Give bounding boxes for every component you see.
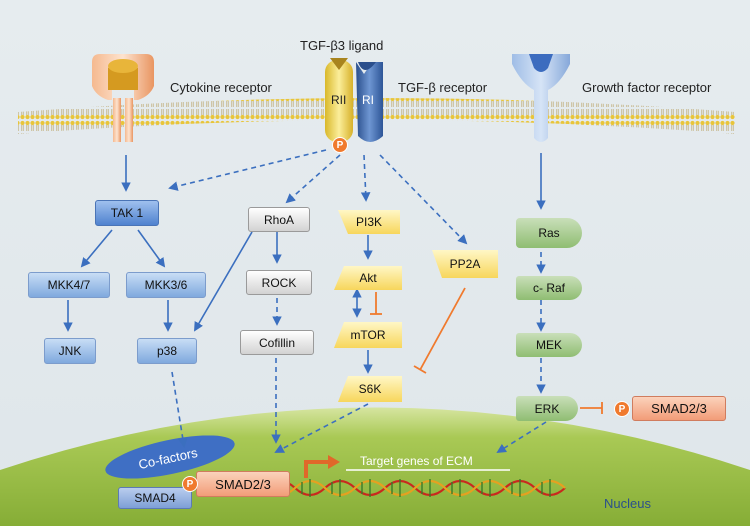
node-ras: Ras [516, 218, 582, 248]
node-pi3k: PI3K [338, 210, 400, 234]
node-smad23-nuclear: SMAD2/3 [196, 471, 290, 497]
node-mtor: mTOR [334, 322, 402, 348]
growth-factor-receptor-label: Growth factor receptor [582, 80, 712, 95]
receptor-phospho-badge: P [332, 137, 348, 153]
rii-label: RII [331, 93, 347, 107]
node-mek: MEK [516, 333, 582, 357]
node-akt: Akt [334, 266, 402, 290]
nuclear-smad-phospho-badge: P [182, 476, 198, 492]
node-rhoa: RhoA [248, 207, 310, 232]
nucleus-label: Nucleus [604, 496, 651, 511]
ri-label: RI [362, 93, 374, 107]
transcription-start-arrow [304, 460, 330, 478]
node-cofillin: Cofillin [240, 330, 314, 355]
node-rock: ROCK [246, 270, 312, 295]
tgf-beta-receptor-shape [325, 58, 383, 142]
node-mkk36: MKK3/6 [126, 272, 206, 298]
activation-arrows-solid [63, 153, 546, 374]
node-pp2a: PP2A [432, 250, 498, 278]
node-smad4: SMAD4 [118, 487, 192, 509]
node-s6k: S6K [338, 376, 402, 402]
node-craf: c- Raf [516, 276, 582, 300]
tgf-beta-receptor-label: TGF-β receptor [398, 80, 488, 95]
node-smad23-inhibited: SMAD2/3 [632, 396, 726, 421]
node-erk: ERK [516, 396, 578, 421]
cytokine-receptor-shape [92, 54, 154, 142]
node-p38: p38 [137, 338, 197, 364]
target-genes-label: Target genes of ECM [360, 454, 473, 468]
cofactors-ellipse [105, 435, 235, 479]
inhibition-lines [370, 287, 603, 414]
growth-factor-receptor-shape [512, 54, 570, 142]
node-jnk: JNK [44, 338, 96, 364]
smad23-phospho-badge: P [614, 401, 630, 417]
cytokine-receptor-label: Cytokine receptor [170, 80, 272, 95]
node-mkk47: MKK4/7 [28, 272, 110, 298]
activation-arrows-dashed [168, 149, 547, 454]
node-tak1: TAK 1 [95, 200, 159, 226]
ligand-label: TGF-β3 ligand [300, 38, 384, 53]
